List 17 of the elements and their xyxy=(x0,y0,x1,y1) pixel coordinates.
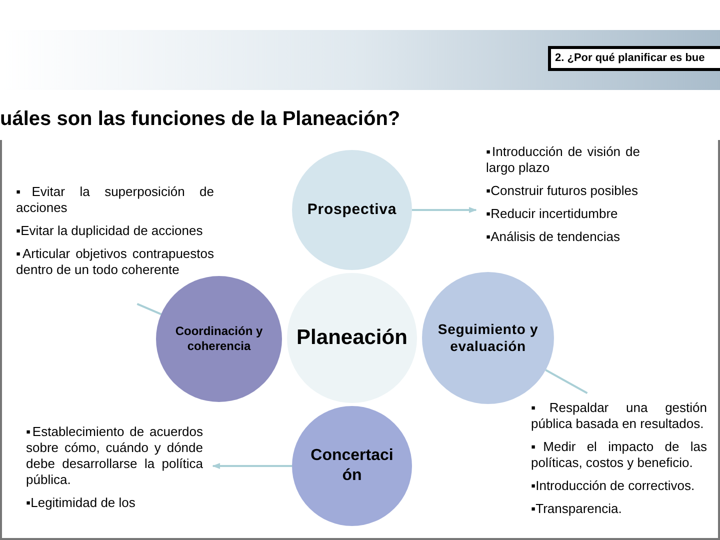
bullet-item: ▪Articular objetivos contrapuestos dentro de un todo coherente xyxy=(16,246,214,278)
title-box: 2. ¿Por qué planificar es bue xyxy=(548,46,720,71)
bullet-item: ▪Construir futuros posibles xyxy=(486,183,640,199)
bullet-item: ▪Establecimiento de acuerdos sobre cómo, cuándo y dónde debe desarrollarse la política pública. xyxy=(26,424,203,488)
bullet-item: ▪Introducción de correctivos. xyxy=(531,478,696,494)
bullet-item: ▪Reducir incertidumbre xyxy=(486,206,619,222)
arrow xyxy=(212,463,292,469)
connector-line xyxy=(545,369,588,394)
bullet-item: ▪Evitar la duplicidad de acciones xyxy=(16,223,204,239)
connector-line xyxy=(136,303,162,316)
arrow xyxy=(412,207,477,213)
bullet-item: ▪Transparencia. xyxy=(531,501,623,517)
bullet-item: ▪Introducción de visión de largo plazo xyxy=(486,144,640,176)
bullet-item: ▪Legitimidad de los xyxy=(26,495,136,511)
bullet-item: ▪Análisis de tendencias xyxy=(486,229,621,245)
slide-title: uáles son las funciones de la Planeación? xyxy=(0,107,400,132)
bullet-item: ▪Medir el impacto de las políticas, costos y beneficio. xyxy=(531,439,707,471)
